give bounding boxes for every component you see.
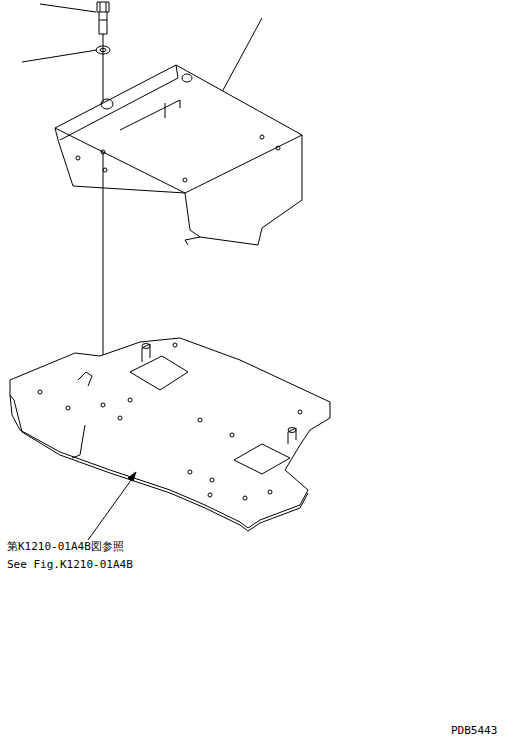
reference-note: See Fig.K1210-01A4B <box>6 558 134 571</box>
base-plate <box>10 338 330 531</box>
cover <box>55 65 302 245</box>
reference-arrow <box>88 476 134 540</box>
leader-line <box>222 18 262 92</box>
arrow-head <box>128 472 136 481</box>
leader-line <box>22 50 97 62</box>
leader-line <box>40 4 96 12</box>
reference-note: 第K1210-01A4B図参照 <box>6 540 125 553</box>
drawing-number: PDB5443 <box>450 724 498 737</box>
bolt <box>97 2 109 34</box>
assembly-line <box>103 34 104 405</box>
